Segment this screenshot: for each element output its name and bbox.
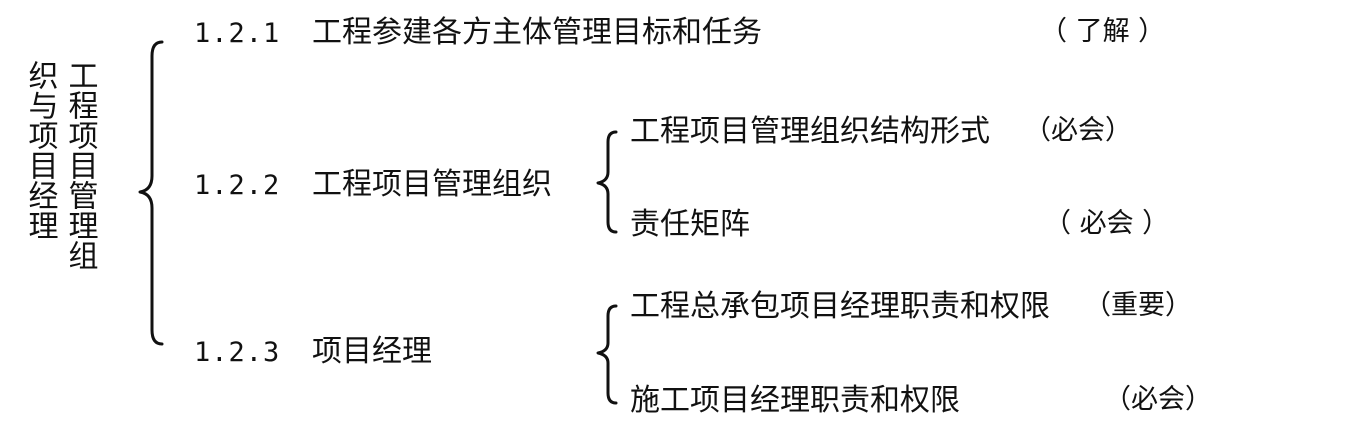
- section-title: 项目经理: [312, 334, 432, 369]
- subitem-title: 工程项目管理组织结构形式: [630, 114, 990, 149]
- subitem-tag: （必会）: [1024, 115, 1132, 146]
- brace-1-2-2: [596, 130, 618, 234]
- section-tag: （ 了解 ）: [1040, 16, 1166, 47]
- section-title: 工程参建各方主体管理目标和任务: [312, 15, 762, 50]
- section-number: 1.2.3: [194, 337, 281, 368]
- section-title: 工程项目管理组织: [312, 167, 552, 202]
- subitem-tag: （重要）: [1084, 290, 1192, 321]
- root-topic-line-2: 织与项目经理: [22, 60, 58, 240]
- subitem-title: 施工项目经理职责和权限: [630, 383, 960, 418]
- section-number: 1.2.1: [194, 18, 281, 49]
- main-brace: [138, 40, 164, 346]
- subitem-tag: （必会）: [1104, 384, 1212, 415]
- subitem-title: 责任矩阵: [630, 207, 750, 242]
- subitem-title: 工程总承包项目经理职责和权限: [630, 289, 1050, 324]
- section-number: 1.2.2: [194, 170, 281, 201]
- brace-1-2-3: [596, 304, 618, 405]
- root-topic-line-1: 工程项目管理组: [62, 60, 98, 270]
- subitem-tag: （ 必会 ）: [1044, 208, 1170, 239]
